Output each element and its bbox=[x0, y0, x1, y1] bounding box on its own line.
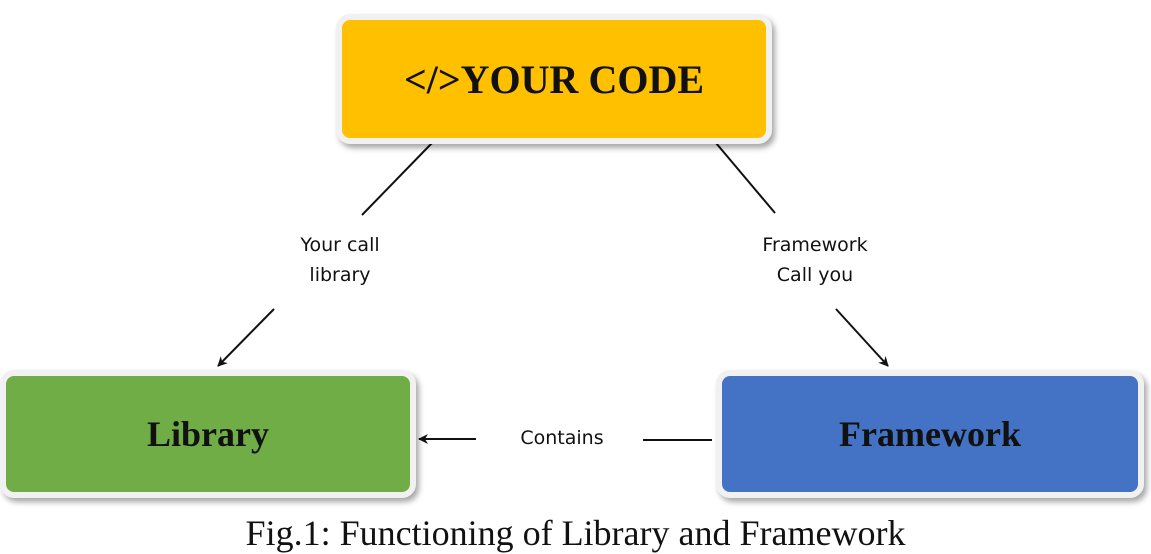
library-label: Library bbox=[147, 414, 269, 454]
figure-caption: Fig.1: Functioning of Library and Framew… bbox=[245, 513, 906, 553]
edge-code-library-top bbox=[361, 142, 433, 216]
edge-label-line: Call you bbox=[776, 264, 854, 286]
edge-label-line: Your call bbox=[300, 234, 380, 256]
framework-box: Framework bbox=[716, 370, 1144, 498]
edge-label-line: Framework bbox=[762, 234, 868, 256]
edge-label-framework-call-you: Framework Call you bbox=[735, 230, 895, 290]
your-code-box: </>YOUR CODE bbox=[336, 14, 772, 144]
framework-label: Framework bbox=[839, 414, 1021, 454]
edge-label-line: library bbox=[309, 264, 371, 286]
edge-label-contains: Contains bbox=[520, 427, 604, 449]
edge-code-framework-top bbox=[715, 142, 776, 214]
library-box: Library bbox=[0, 370, 416, 498]
your-code-label: </>YOUR CODE bbox=[403, 56, 705, 102]
edge-code-library-arrow bbox=[217, 308, 275, 367]
edge-label-your-call-library: Your call library bbox=[270, 230, 410, 290]
edge-code-framework-arrow bbox=[835, 308, 889, 367]
